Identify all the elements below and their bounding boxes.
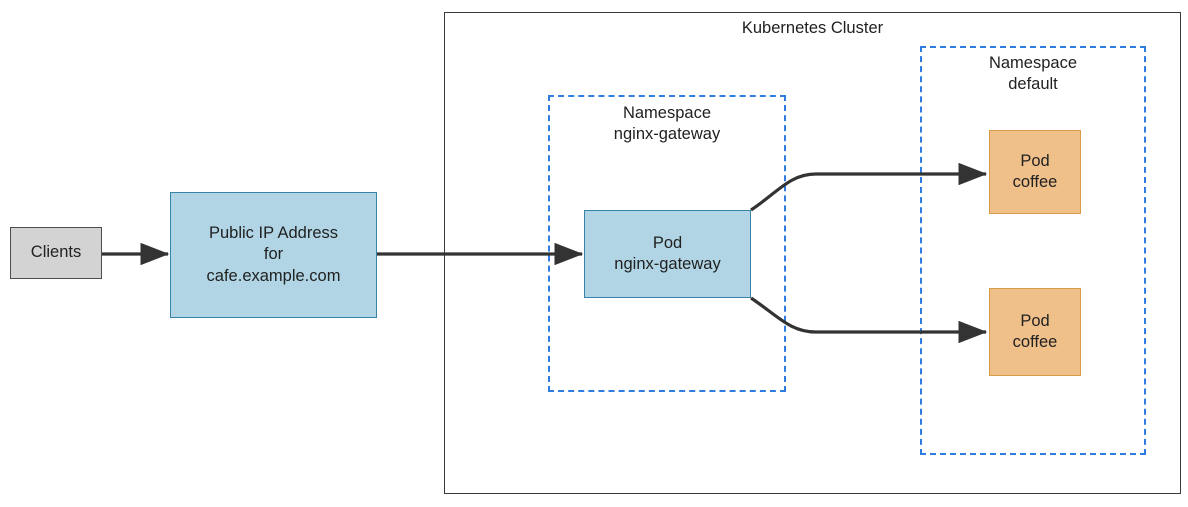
namespace-nginx-gateway-boundary [548, 95, 786, 392]
kubernetes-cluster-label: Kubernetes Cluster [741, 18, 884, 37]
node-clients[interactable]: Clients [10, 227, 102, 279]
node-pod-coffee-1[interactable]: Pod coffee [989, 130, 1081, 214]
namespace-default-boundary [920, 46, 1146, 455]
node-pod-nginx-gateway[interactable]: Pod nginx-gateway [584, 210, 751, 298]
namespace-nginx-gateway-label: Namespace nginx-gateway [613, 104, 721, 144]
namespace-default-label: Namespace default [988, 54, 1078, 94]
node-public-ip-address[interactable]: Public IP Address for cafe.example.com [170, 192, 377, 318]
node-pod-coffee-2[interactable]: Pod coffee [989, 288, 1081, 376]
